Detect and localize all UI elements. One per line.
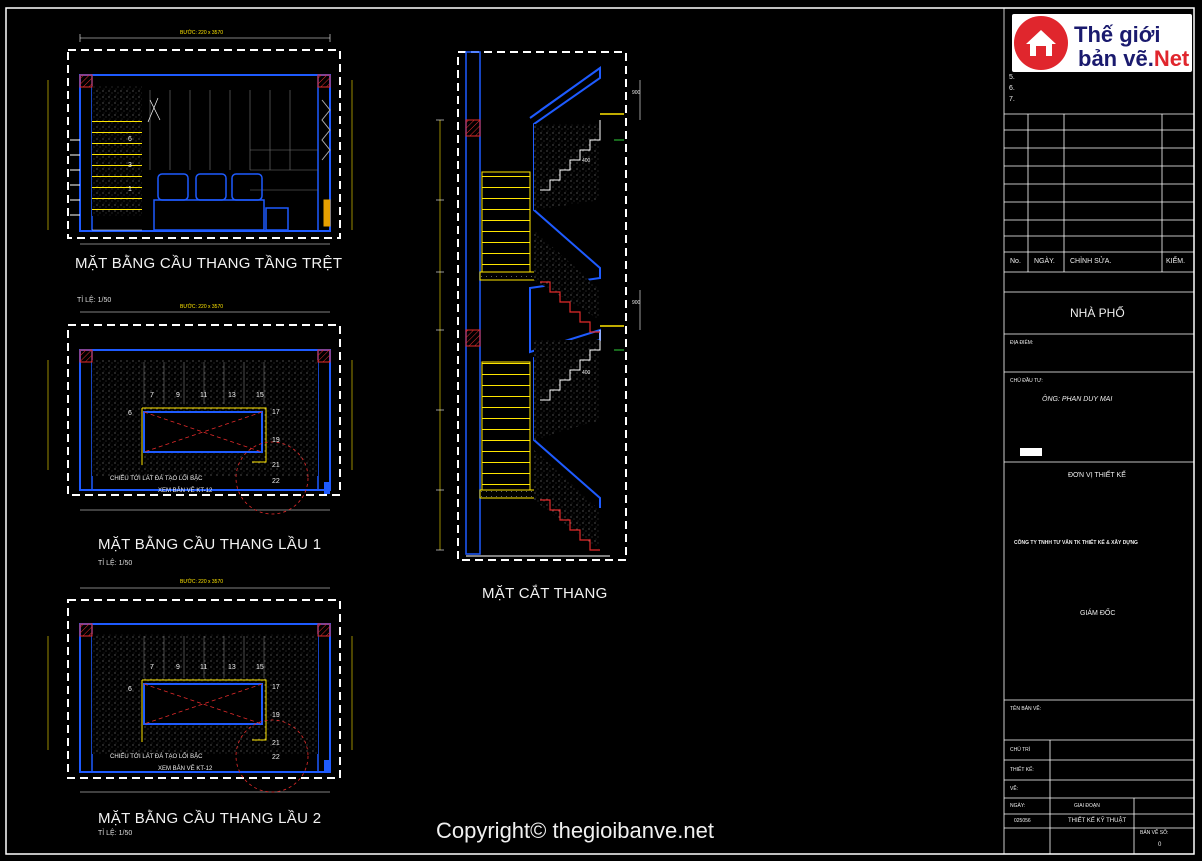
- revision-7: 7.: [1009, 96, 1015, 103]
- step-number: 21: [272, 740, 280, 747]
- project-code: 025056: [1014, 818, 1031, 824]
- dim-section-top: 900: [632, 90, 641, 96]
- plan-floor2-scale: TỈ LỆ: 1/50: [98, 830, 133, 837]
- stair-section: [436, 51, 641, 561]
- plan2-note-line2: XEM BẢN VẼ KT-12: [158, 766, 213, 772]
- logo-line2-text: bản vẽ.: [1078, 46, 1154, 71]
- plan-floor1: [47, 311, 353, 515]
- house-icon: [1014, 16, 1068, 70]
- dim-top-ground: BƯỚC: 220 x 3570: [180, 30, 224, 36]
- site-logo[interactable]: Thế giới bản vẽ.Net: [1012, 14, 1192, 72]
- ngay-label: NGÀY:: [1010, 803, 1026, 809]
- location-label: ĐỊA ĐIỂM:: [1010, 340, 1034, 346]
- step-number: 15: [256, 392, 264, 399]
- chu-tri-label: CHỦ TRÌ: [1010, 747, 1031, 753]
- dim-top-floor2: BƯỚC: 220 x 3570: [180, 579, 224, 585]
- phase-value: THIẾT KẾ KỸ THUẬT: [1068, 818, 1127, 824]
- step-number: 21: [272, 462, 280, 469]
- sheet-label: BẢN VẼ SỐ:: [1140, 830, 1169, 836]
- plan-floor1-scale: TỈ LỆ: 1/50: [98, 560, 133, 567]
- step-number: 6: [128, 686, 132, 693]
- drawing-name-label: TÊN BẢN VẼ:: [1010, 706, 1042, 712]
- plan-floor1-title: MẶT BẰNG CẦU THANG LẦU 1: [98, 536, 322, 553]
- step-number: 22: [272, 754, 280, 761]
- director-label: GIÁM ĐỐC: [1080, 610, 1116, 617]
- logo-net-text: Net: [1153, 46, 1190, 71]
- dim-section-step-1: 400: [582, 158, 591, 164]
- title-block: [1003, 7, 1195, 855]
- step-number: 7: [150, 664, 154, 671]
- dim-top-floor1: BƯỚC: 220 x 3570: [180, 304, 224, 310]
- ve-label: VẼ:: [1010, 786, 1019, 792]
- step-number: 6: [128, 136, 132, 143]
- step-number: 9: [176, 664, 180, 671]
- investor-label: CHỦ ĐẦU TƯ:: [1010, 378, 1043, 384]
- plan2-note-line1: CHIẾU TỚI LÁT ĐÁ TẠO LỐI BẬC: [110, 754, 203, 760]
- plan1-note-line1: CHIẾU TỚI LÁT ĐÁ TẠO LỐI BẬC: [110, 476, 203, 482]
- investor-name: ÔNG: PHAN DUY MAI: [1042, 396, 1113, 403]
- rev-header-date: NGÀY.: [1034, 258, 1055, 265]
- plan-floor2: [47, 587, 353, 793]
- dim-section-mid: 900: [632, 300, 641, 306]
- dim-section-step-2: 400: [582, 370, 591, 376]
- step-number: 11: [200, 392, 208, 399]
- plan-ground: [47, 34, 353, 245]
- step-number: 17: [272, 409, 280, 416]
- step-number: 13: [228, 392, 236, 399]
- step-number: 15: [256, 664, 264, 671]
- plan-dashed-frame: [67, 49, 341, 239]
- step-number: 19: [272, 437, 280, 444]
- rev-header-edit: CHỈNH SỬA.: [1070, 258, 1112, 265]
- step-number: 1: [128, 186, 132, 193]
- step-number: 22: [272, 478, 280, 485]
- step-number: 19: [272, 712, 280, 719]
- rev-header-check: KIỂM.: [1166, 258, 1186, 265]
- copyright-watermark: Copyright© thegioibanve.net: [436, 818, 714, 843]
- sheet-number: 0: [1158, 842, 1162, 848]
- step-number: 3: [128, 162, 132, 169]
- thiet-ke-label: THIẾT KẾ:: [1010, 767, 1034, 773]
- design-unit-label: ĐƠN VỊ THIẾT KẾ: [1068, 472, 1126, 479]
- step-number: 9: [176, 392, 180, 399]
- step-number: 7: [150, 392, 154, 399]
- section-title: MẶT CẮT THANG: [482, 585, 608, 602]
- revision-5: 5.: [1009, 74, 1015, 81]
- step-number: 13: [228, 664, 236, 671]
- logo-line1: Thế giới: [1074, 22, 1161, 47]
- project-name: NHÀ PHỐ: [1070, 306, 1125, 320]
- step-number: 11: [200, 664, 208, 671]
- plan-ground-scale: TỈ LỆ: 1/50: [77, 297, 112, 304]
- plan-floor2-title: MẶT BẰNG CẦU THANG LẦU 2: [98, 810, 322, 827]
- step-number: 6: [128, 410, 132, 417]
- revision-6: 6.: [1009, 85, 1015, 92]
- step-number: 17: [272, 684, 280, 691]
- plan-ground-title: MẶT BẰNG CẦU THANG TẦNG TRỆT: [75, 255, 343, 272]
- logo-line2: bản vẽ.Net: [1078, 46, 1189, 72]
- phase-label: GIAI ĐOẠN: [1074, 803, 1100, 809]
- plan1-note-line2: XEM BẢN VẼ KT-12: [158, 488, 213, 494]
- company-name: CÔNG TY TNHH TƯ VẤN TK THIẾT KẾ & XÂY DỰ…: [1014, 540, 1138, 546]
- rev-header-no: No.: [1010, 258, 1021, 265]
